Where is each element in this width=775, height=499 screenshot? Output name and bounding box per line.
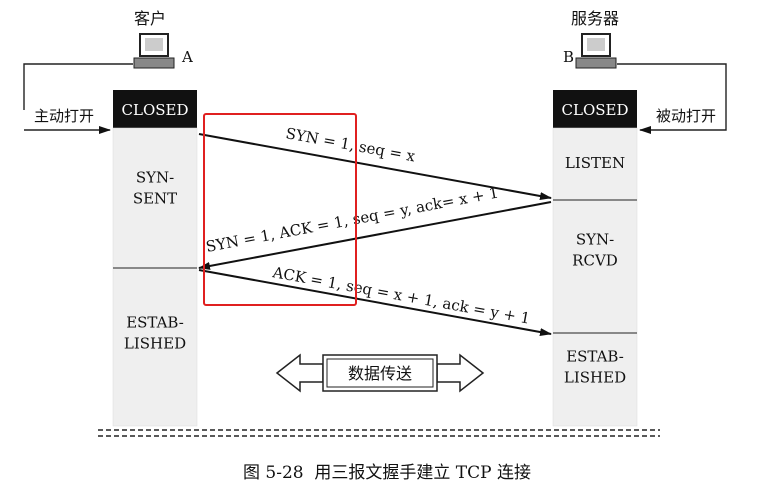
client-host-letter: A: [181, 48, 193, 66]
client-closed-label: CLOSED: [122, 101, 189, 119]
state-label-line: CLOSED: [122, 101, 189, 119]
state-label-line: ESTAB-: [566, 348, 624, 366]
syn-ack-arrow: [198, 201, 552, 270]
state-label-line: SYN-: [136, 169, 174, 187]
client-state-established: ESTAB- LISHED: [124, 314, 186, 353]
server-title: 服务器: [571, 9, 619, 28]
syn-label: SYN = 1, seq = x: [284, 124, 417, 165]
active-open-label: 主动打开: [34, 107, 94, 125]
figure-caption: 图 5-28 用三报文握手建立 TCP 连接: [243, 463, 531, 483]
state-label-line: RCVD: [572, 252, 618, 270]
active-open-loop: [23, 63, 133, 110]
client-closed-box: [113, 90, 197, 128]
passive-open-label: 被动打开: [656, 107, 716, 125]
client-timeline: [112, 127, 198, 427]
ack-label: ACK = 1, seq = x + 1, ack = y + 1: [270, 263, 531, 328]
server-state-established: ESTAB- LISHED: [564, 348, 626, 387]
client-title: 客户: [134, 9, 166, 28]
client-computer-icon: [133, 33, 175, 69]
server-state-listen: LISTEN: [565, 154, 625, 172]
server-state-syn-rcvd: SYN- RCVD: [572, 231, 618, 270]
state-label-line: LISTEN: [565, 154, 625, 172]
highlight-box: [203, 113, 357, 306]
syn-arrow: [198, 133, 552, 200]
server-timeline: [552, 127, 638, 427]
state-label-line: SENT: [133, 190, 177, 208]
state-label-line: ESTAB-: [126, 314, 184, 332]
client-state-syn-sent: SYN- SENT: [133, 169, 177, 208]
state-label-line: LISHED: [564, 369, 626, 387]
server-closed-label: CLOSED: [562, 101, 629, 119]
state-label-line: CLOSED: [562, 101, 629, 119]
ack-arrow: [198, 269, 552, 336]
passive-open-loop: [617, 63, 727, 134]
state-label-line: SYN-: [576, 231, 614, 249]
server-host-letter: B: [563, 48, 574, 66]
data-transfer-arrow: [275, 353, 485, 393]
server-computer-icon: [575, 33, 617, 69]
server-closed-box: [553, 90, 637, 128]
state-label-line: LISHED: [124, 335, 186, 353]
data-transfer-label: 数据传送: [348, 364, 412, 383]
